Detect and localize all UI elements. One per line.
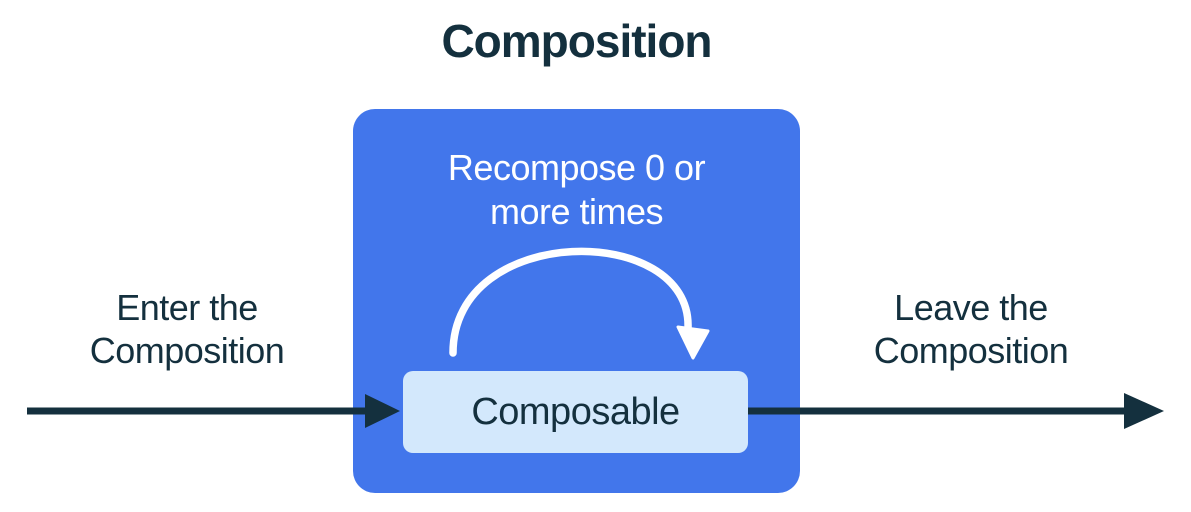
diagram-title: Composition [441,15,712,67]
enter-arrow-icon [27,394,400,428]
recompose-label: Recompose 0 or more times [447,147,706,232]
composable-box: Composable [403,371,748,453]
composable-label: Composable [471,390,680,433]
leave-arrow-icon [748,393,1164,429]
enter-composition-label: Enter the Composition [89,287,285,371]
leave-composition-label: Leave the Composition [873,287,1069,371]
